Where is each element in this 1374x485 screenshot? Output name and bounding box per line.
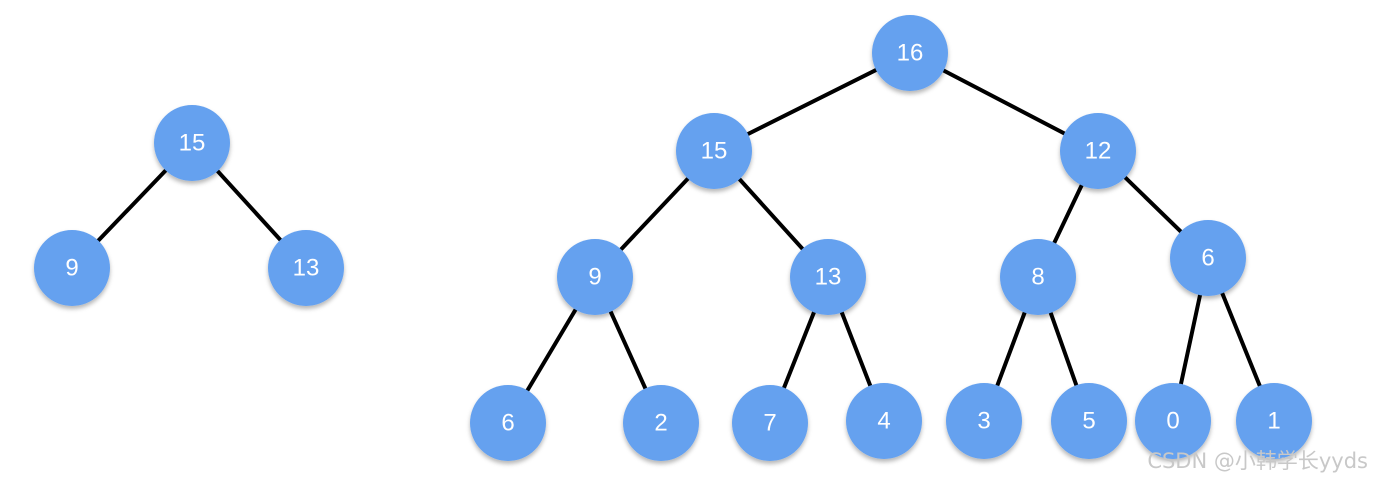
tree-node-6: 6 xyxy=(1170,220,1246,296)
node-label: 9 xyxy=(588,264,601,291)
node-label: 7 xyxy=(763,410,776,437)
node-circle xyxy=(1135,383,1211,459)
tree-node-6: 6 xyxy=(470,385,546,461)
node-label: 2 xyxy=(654,410,667,437)
node-label: 3 xyxy=(977,408,990,435)
edges-layer xyxy=(70,51,1276,425)
node-circle xyxy=(623,385,699,461)
tree-node-1: 1 xyxy=(1236,383,1312,459)
node-circle xyxy=(154,105,230,181)
nodes-layer: 15 9 13 16 15 12 9 13 8 6 6 2 7 4 3 5 0 1 xyxy=(34,15,1312,461)
tree-node-13: 13 xyxy=(790,239,866,315)
tree-node-5: 5 xyxy=(1051,383,1127,459)
node-circle xyxy=(268,230,344,306)
node-circle xyxy=(946,383,1022,459)
tree-node-9: 9 xyxy=(34,230,110,306)
tree-node-2: 2 xyxy=(623,385,699,461)
node-label: 0 xyxy=(1166,408,1179,435)
tree-node-7: 7 xyxy=(732,385,808,461)
tree-node-8: 8 xyxy=(1000,239,1076,315)
tree-node-9: 9 xyxy=(557,239,633,315)
node-circle xyxy=(732,385,808,461)
node-circle xyxy=(1060,113,1136,189)
tree-node-15: 15 xyxy=(154,105,230,181)
node-label: 12 xyxy=(1085,138,1112,165)
node-circle xyxy=(1051,383,1127,459)
tree-node-15: 15 xyxy=(676,113,752,189)
watermark-text: CSDN @小韩学长yyds xyxy=(1147,449,1368,473)
node-circle xyxy=(557,239,633,315)
node-circle xyxy=(1170,220,1246,296)
node-label: 13 xyxy=(815,264,842,291)
node-circle xyxy=(1236,383,1312,459)
node-label: 9 xyxy=(65,255,78,282)
node-label: 6 xyxy=(1201,245,1214,272)
tree-node-3: 3 xyxy=(946,383,1022,459)
node-label: 15 xyxy=(701,138,728,165)
node-label: 8 xyxy=(1031,264,1044,291)
node-circle xyxy=(676,113,752,189)
node-label: 6 xyxy=(501,410,514,437)
tree-node-0: 0 xyxy=(1135,383,1211,459)
node-label: 4 xyxy=(877,408,890,435)
node-label: 1 xyxy=(1267,408,1280,435)
node-label: 15 xyxy=(179,130,206,157)
node-label: 5 xyxy=(1082,408,1095,435)
node-circle xyxy=(846,383,922,459)
tree-node-12: 12 xyxy=(1060,113,1136,189)
tree-node-13: 13 xyxy=(268,230,344,306)
tree-node-4: 4 xyxy=(846,383,922,459)
node-circle xyxy=(872,15,948,91)
node-circle xyxy=(470,385,546,461)
tree-node-16: 16 xyxy=(872,15,948,91)
node-label: 13 xyxy=(293,255,320,282)
node-label: 16 xyxy=(897,40,924,67)
node-circle xyxy=(790,239,866,315)
node-circle xyxy=(34,230,110,306)
node-circle xyxy=(1000,239,1076,315)
